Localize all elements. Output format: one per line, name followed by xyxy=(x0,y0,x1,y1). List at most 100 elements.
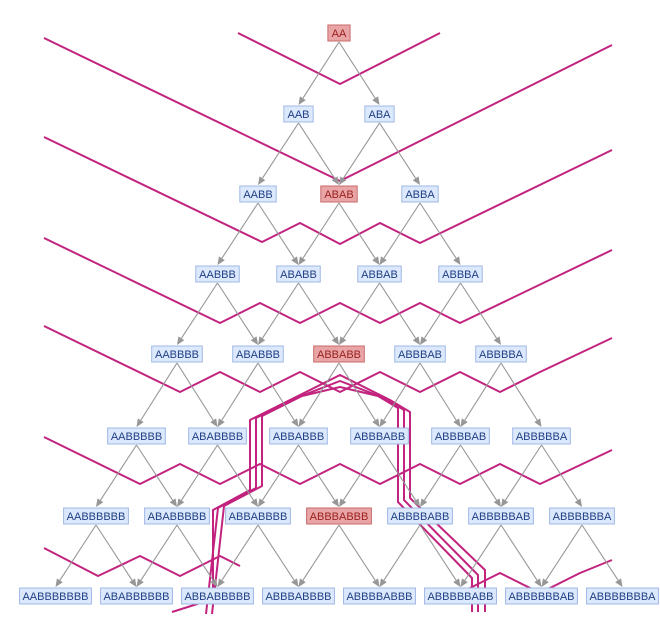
node-box xyxy=(343,587,416,605)
node-label: ABBBBBBBA xyxy=(589,591,656,603)
arrowhead xyxy=(460,418,468,427)
arrowhead xyxy=(372,96,380,105)
state-node-highlighted: AA xyxy=(327,24,351,42)
arrowhead xyxy=(339,336,347,345)
node-box xyxy=(313,345,365,363)
state-node: ABBABBBB xyxy=(225,507,291,525)
node-box xyxy=(394,345,446,363)
state-node: ABBBBAB xyxy=(431,427,490,445)
rewrite-edge xyxy=(257,362,299,427)
arrowhead xyxy=(331,176,339,185)
state-node: ABBBABB xyxy=(350,427,409,445)
state-node: ABBBBA xyxy=(475,345,527,363)
node-box xyxy=(306,507,372,525)
arrowhead xyxy=(177,336,185,345)
rewrite-edge xyxy=(298,524,340,587)
foliation-curve xyxy=(211,386,473,615)
arrowhead xyxy=(372,418,380,427)
node-box xyxy=(181,587,254,605)
arrowhead xyxy=(453,578,461,587)
state-node: ABBBA xyxy=(438,265,483,283)
state-node: ABBBBBBA xyxy=(549,507,615,525)
node-box xyxy=(283,105,314,123)
rewrite-edge xyxy=(379,444,420,507)
state-node: ABBBBBABB xyxy=(424,587,497,605)
arrowhead xyxy=(534,418,542,427)
rewrite-edge xyxy=(338,362,380,427)
node-box xyxy=(387,507,453,525)
foliation-curve xyxy=(43,237,613,324)
rewrite-edge xyxy=(460,524,502,587)
state-node: ABA xyxy=(364,105,395,123)
foliation-curve xyxy=(171,374,486,613)
node-label: ABBBBAB xyxy=(435,431,486,443)
node-label: ABABBBBB xyxy=(148,511,207,523)
node-box xyxy=(144,507,210,525)
node-box xyxy=(475,345,527,363)
rewrite-edge xyxy=(338,202,380,265)
state-node: AABBBBB xyxy=(107,427,166,445)
rewrite-edge xyxy=(541,524,583,587)
rewrite-edge xyxy=(257,202,299,265)
rewrite-edge xyxy=(257,524,299,587)
arrowhead xyxy=(258,176,266,185)
arrowhead xyxy=(217,418,225,427)
rewrite-edge xyxy=(96,444,137,507)
node-box xyxy=(401,185,439,203)
rewrite-edge xyxy=(298,362,340,427)
arrowhead xyxy=(298,256,306,265)
rewrite-edge xyxy=(217,362,259,427)
arrowhead xyxy=(298,578,306,587)
rewrite-edge xyxy=(258,122,299,185)
arrowhead xyxy=(379,578,387,587)
node-box xyxy=(468,507,534,525)
node-box xyxy=(586,587,659,605)
state-node: ABBBBBBBA xyxy=(586,587,659,605)
node-box xyxy=(63,507,129,525)
arrowhead xyxy=(501,498,509,507)
node-label: ABABBBBBB xyxy=(103,591,169,603)
node-label: AABBBBBB xyxy=(67,511,126,523)
arrowhead xyxy=(291,418,299,427)
rewrite-edge xyxy=(500,362,542,427)
state-node: AAB xyxy=(283,105,314,123)
arrowhead xyxy=(331,498,339,507)
rewrite-edge xyxy=(217,202,259,265)
rewrite-edge xyxy=(338,41,380,105)
node-box xyxy=(269,427,328,445)
node-label: ABABBBB xyxy=(192,431,243,443)
state-node: AABBBBBBB xyxy=(19,587,92,605)
arrowhead xyxy=(291,578,299,587)
rewrite-edge xyxy=(379,524,421,587)
rewrite-edge xyxy=(95,524,137,587)
node-box xyxy=(424,587,497,605)
state-node: ABBABBB xyxy=(269,427,328,445)
rewrite-edge xyxy=(339,122,380,185)
foliation-curve xyxy=(205,380,479,615)
rewrite-edge xyxy=(177,282,218,345)
node-label: AABBB xyxy=(199,269,236,281)
state-node: AABBBBBB xyxy=(63,507,129,525)
rewrite-edge xyxy=(379,282,420,345)
state-node-highlighted: ABAB xyxy=(320,185,358,203)
rewrite-edge xyxy=(217,524,259,587)
node-label: ABABBB xyxy=(236,349,280,361)
node-box xyxy=(357,265,402,283)
rewrite-edge xyxy=(217,282,258,345)
arrowhead xyxy=(210,418,218,427)
rewrite-edge xyxy=(136,362,178,427)
node-label: AABB xyxy=(243,189,272,201)
node-box xyxy=(438,265,483,283)
node-label: ABBBBBBA xyxy=(553,511,612,523)
arrowhead xyxy=(250,336,258,345)
rewrite-edge xyxy=(460,362,502,427)
arrowhead xyxy=(96,498,104,507)
node-label: ABABB xyxy=(280,269,317,281)
arrowhead xyxy=(493,336,501,345)
state-node: ABBBBABB xyxy=(387,507,453,525)
state-node: ABBBBABBB xyxy=(343,587,416,605)
arrowhead xyxy=(217,256,225,265)
state-node-highlighted: ABBBABBB xyxy=(306,507,372,525)
